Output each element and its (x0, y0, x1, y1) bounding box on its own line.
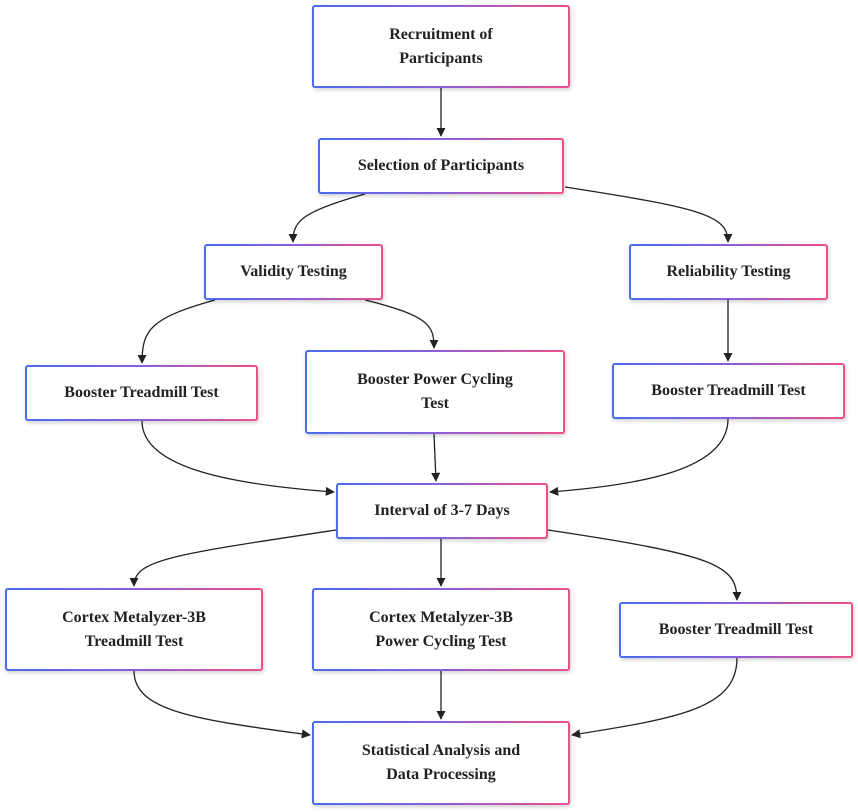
recruitment-label-line-1: Recruitment of (389, 25, 493, 43)
recruitment-node: Recruitment of Participants (312, 5, 570, 88)
interval-label: Interval of 3-7 Days (374, 502, 510, 519)
booster-treadmill-3-label: Booster Treadmill Test (658, 621, 814, 638)
booster-cycling-label-line-1: Booster Power Cycling (357, 371, 513, 388)
edge-validity-to-booster-treadmill-1 (137, 299, 216, 364)
booster-treadmill-2-label: Booster Treadmill Test (651, 382, 806, 399)
booster-treadmill-node-2: Booster Treadmill Test (612, 363, 845, 419)
cortex-treadmill-label-line-1: Cortex Metalyzer-3B (62, 608, 206, 626)
booster-cycling-label-line-2: Test (421, 395, 449, 412)
cortex-treadmill-node: Cortex Metalyzer-3B Treadmill Test (5, 588, 263, 671)
edge-interval-to-cortex-treadmill (129, 529, 337, 587)
edge-cortex-treadmill-to-statistical (133, 670, 311, 739)
cortex-treadmill-label-line-2: Treadmill Test (84, 632, 184, 650)
edge-interval-to-booster-treadmill-3 (547, 529, 742, 601)
selection-node: Selection of Participants (318, 138, 564, 194)
booster-treadmill-1-label: Booster Treadmill Test (64, 384, 219, 401)
edge-booster-treadmill-1-to-interval (141, 420, 335, 496)
booster-treadmill-node-1: Booster Treadmill Test (25, 365, 258, 421)
edge-selection-to-reliability (564, 186, 733, 243)
selection-label: Selection of Participants (357, 157, 525, 174)
booster-treadmill-node-3: Booster Treadmill Test (619, 602, 853, 658)
cortex-cycling-label-line-2: Power Cycling Test (375, 632, 507, 650)
reliability-node: Reliability Testing (629, 244, 828, 300)
statistical-label-line-1: Statistical Analysis and (361, 742, 521, 759)
statistical-node: Statistical Analysis and Data Processing (312, 721, 570, 805)
statistical-label-line-2: Data Processing (386, 766, 496, 783)
edge-booster-treadmill-3-to-statistical (571, 657, 738, 739)
reliability-label: Reliability Testing (666, 263, 791, 280)
validity-node: Validity Testing (204, 244, 383, 300)
edge-validity-to-booster-cycling (364, 299, 439, 349)
cortex-cycling-label-line-1: Cortex Metalyzer-3B (369, 608, 513, 626)
booster-cycling-node: Booster Power Cycling Test (305, 350, 565, 434)
edge-booster-treadmill-2-to-interval (549, 418, 729, 496)
recruitment-label-line-2: Participants (399, 49, 483, 67)
validity-label: Validity Testing (240, 263, 347, 280)
edge-booster-cycling-to-interval (431, 433, 441, 482)
cortex-cycling-node: Cortex Metalyzer-3B Power Cycling Test (312, 588, 570, 671)
interval-node: Interval of 3-7 Days (336, 483, 548, 539)
edge-selection-to-validity (288, 193, 366, 243)
